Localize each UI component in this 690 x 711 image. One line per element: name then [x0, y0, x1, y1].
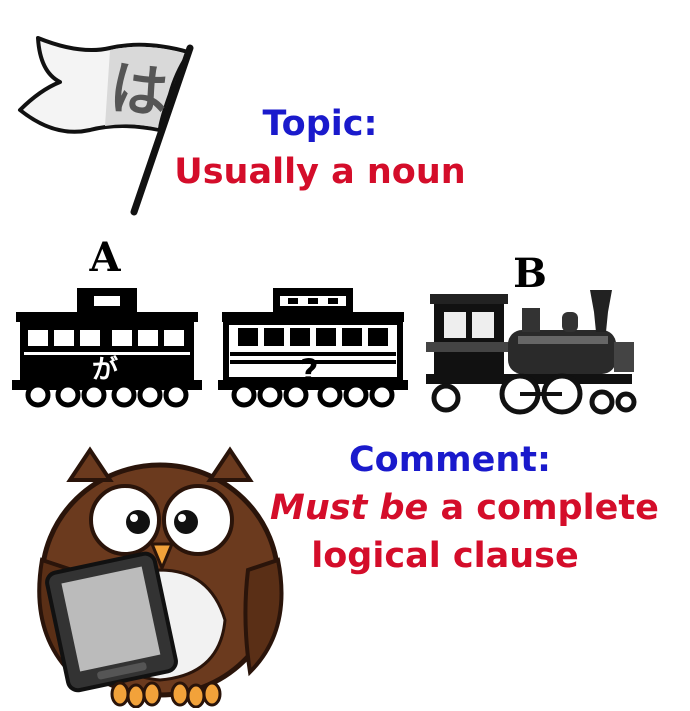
steam-locomotive: [426, 290, 637, 415]
train-car-a: が: [12, 288, 202, 408]
topic-flag-illustration: は: [18, 36, 194, 216]
train-car-unknown: ?: [218, 288, 408, 408]
comment-heading: Comment:: [348, 440, 552, 480]
car-a-ga-mark: が: [92, 354, 118, 385]
locomotive-label-b: B: [513, 250, 547, 297]
owl-eyes: [89, 484, 234, 556]
flag-character: は: [107, 54, 172, 128]
flag-shadow: [105, 46, 186, 128]
e-reader-tablet: [45, 551, 178, 693]
owl-beak: [149, 542, 175, 572]
comment-description-line2: logical clause: [311, 536, 579, 576]
car-label-a: A: [89, 234, 121, 281]
owl-with-tablet-illustration: [37, 446, 284, 708]
topic-heading: Topic:: [262, 104, 378, 144]
comment-emphasis: Must be: [270, 488, 429, 528]
comment-description-line1: Must be a complete: [270, 488, 659, 528]
topic-description: Usually a noun: [174, 152, 466, 192]
comment-line1-rest: a complete: [428, 488, 659, 528]
flag-pole: [130, 44, 194, 216]
